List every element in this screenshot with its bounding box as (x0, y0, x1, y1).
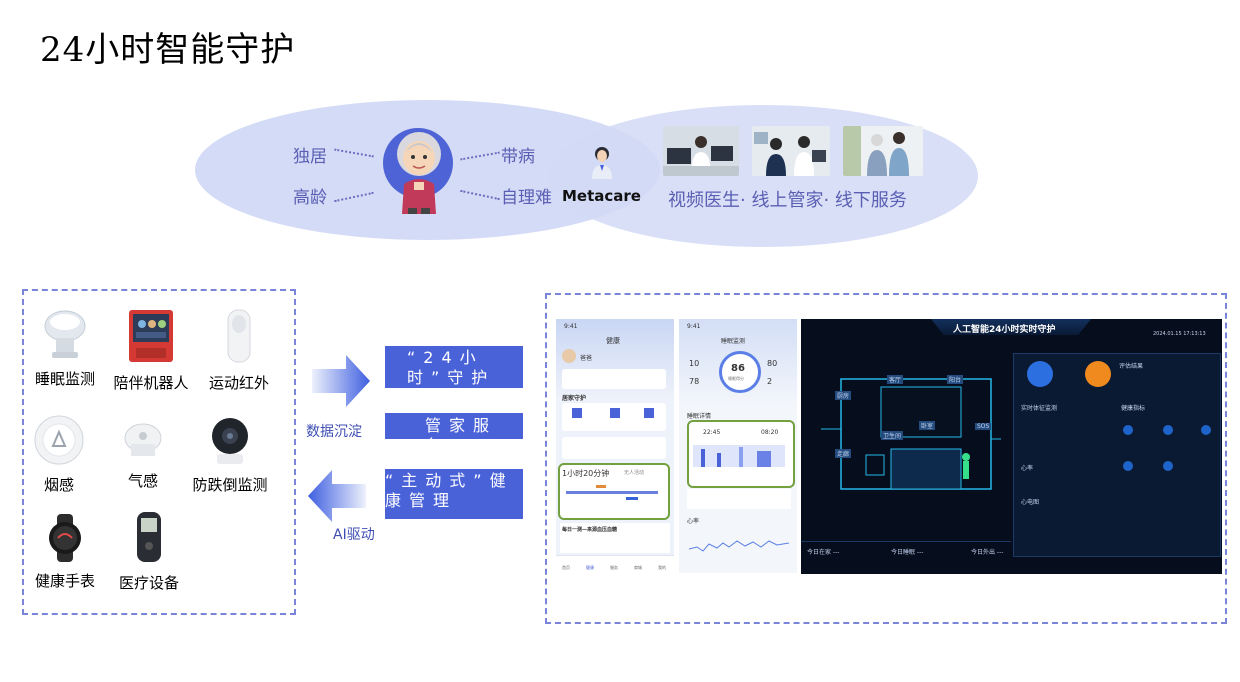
ecg-title: 心电图 (1021, 499, 1040, 506)
device-label: 医疗设备 (118, 574, 179, 592)
assessment-blue-icon (1027, 361, 1053, 387)
user-avatar (562, 349, 576, 363)
dashboard-title: 人工智能24小时实时守护 (953, 325, 1056, 335)
word-alone: 独居 (293, 147, 327, 167)
nav-service[interactable]: 服务 (610, 565, 618, 570)
stat-2: 78 (689, 377, 700, 386)
glucose-meter-icon (137, 512, 161, 562)
stat-4: 2 (767, 377, 773, 386)
device-label: 健康手表 (34, 572, 95, 590)
metacare-label: Metacare (562, 187, 641, 205)
nav-health[interactable]: 健康 (586, 565, 594, 570)
device-gas: 气感 (98, 418, 188, 491)
device-label: 气感 (127, 472, 158, 490)
device-label: 陪伴机器人 (113, 374, 189, 392)
word-self-care: 自理难 (501, 188, 552, 208)
stat-3: 80 (767, 359, 778, 368)
video-doctor-photo (663, 126, 739, 176)
device-medical: 医疗设备 (104, 510, 194, 593)
assessment-orange-icon (1085, 361, 1111, 387)
smartwatch-icon (49, 514, 81, 562)
user-name: 爸爸 (580, 355, 593, 362)
device-label: 睡眠监测 (34, 370, 95, 388)
sleep-duration: 1小时20分钟 (562, 469, 610, 478)
phone-header: 睡眠监测 (721, 338, 746, 345)
nurse-avatar-icon (592, 147, 612, 179)
phone-header: 健康 (606, 337, 620, 345)
bar-active-health: “主动式”健康管理 (385, 469, 523, 519)
section-title: 居家守护 (562, 395, 587, 402)
device-sleep: 睡眠监测 (20, 308, 110, 389)
footer-sleep: 今日睡眠 --- (891, 549, 924, 556)
bar-24h-guard: “24小时”守护 (385, 346, 523, 388)
offline-service-photo (843, 126, 923, 176)
stat-1: 10 (689, 359, 700, 368)
footer-home: 今日在家 --- (807, 549, 840, 556)
room-balcony: 阳台 (947, 375, 964, 384)
ai-driven-label: AI驱动 (333, 527, 375, 543)
ai-arrow-left-icon (308, 470, 366, 522)
phone-health-screen: 9:41 健康 爸爸 居家守护 1小时20分钟 无人活动 每日一测—来源血压血糖… (556, 319, 674, 573)
footer-out: 今日外出 --- (971, 549, 1004, 556)
phone-sleep-screen: 9:41 睡眠监测 10 78 80 2 86 睡眠得分 睡眠详情 22:45 … (679, 319, 797, 573)
sleep-detail-title: 睡眠详情 (687, 413, 712, 420)
room-bedroom: 卧室 (919, 421, 936, 430)
fall-camera-icon (212, 418, 248, 464)
app-screens-panel (545, 293, 1227, 624)
home-floorplan (821, 378, 1001, 490)
vital-sign-title: 实时体征监测 (1021, 405, 1058, 412)
online-butler-photo (752, 126, 830, 176)
nav-home[interactable]: 首页 (562, 565, 570, 570)
room-kitchen: 厨房 (835, 391, 852, 400)
wake-time: 08:20 (761, 429, 779, 436)
infrared-motion-icon (227, 309, 251, 363)
companion-robot-icon (129, 310, 173, 362)
device-robot: 陪伴机器人 (106, 308, 196, 393)
device-smoke: 烟感 (14, 414, 104, 495)
monitor-dashboard: 人工智能24小时实时守护 2024.01.15 17:13:13 评估结果 实时… (801, 319, 1222, 574)
page-title: 24小时智能守护 (40, 30, 296, 70)
sos-marker[interactable]: SOS (975, 423, 992, 430)
sleep-score-label: 睡眠得分 (728, 376, 744, 381)
sleep-score-ring (719, 351, 761, 393)
assessment-title: 评估结果 (1119, 363, 1144, 370)
word-ill: 带病 (501, 147, 535, 167)
bp-title: 每日一测—来源血压血糖 (562, 527, 618, 533)
sleep-sensor-icon (44, 310, 86, 358)
nav-mine[interactable]: 我的 (658, 565, 666, 570)
sleep-tag: 无人活动 (624, 470, 645, 476)
room-living: 客厅 (887, 375, 904, 384)
status-time: 9:41 (564, 323, 578, 330)
device-label: 运动红外 (208, 374, 269, 392)
device-panel (22, 289, 296, 615)
elderly-avatar-icon (397, 132, 441, 214)
bed-time: 22:45 (703, 429, 721, 436)
bar-butler-service: 管家服务 (385, 413, 523, 455)
device-label: 防跌倒监测 (192, 476, 268, 494)
status-time: 9:41 (687, 323, 701, 330)
room-bathroom: 卫生间 (881, 431, 904, 440)
word-aged: 高龄 (293, 188, 327, 208)
data-accumulate-label: 数据沉淀 (306, 424, 362, 440)
device-fall: 防跌倒监测 (185, 414, 275, 495)
device-label: 烟感 (43, 476, 74, 494)
services-label: 视频医生· 线上管家· 线下服务 (668, 190, 907, 211)
heart-rate-line (689, 540, 789, 552)
dashboard-datetime: 2024.01.15 17:13:13 (1153, 331, 1206, 337)
room-corridor: 走廊 (835, 449, 852, 458)
gas-detector-icon (124, 423, 162, 456)
sleep-score: 86 (731, 363, 745, 374)
device-infrared: 运动红外 (194, 308, 284, 393)
health-index-title: 健康指标 (1121, 405, 1146, 412)
nav-mall[interactable]: 商城 (634, 565, 642, 570)
hr-title: 心率 (1021, 465, 1034, 472)
data-arrow-right-icon (312, 355, 370, 407)
smoke-detector-icon (34, 415, 84, 465)
heart-title: 心率 (687, 518, 700, 525)
device-watch: 健康手表 (20, 514, 110, 591)
